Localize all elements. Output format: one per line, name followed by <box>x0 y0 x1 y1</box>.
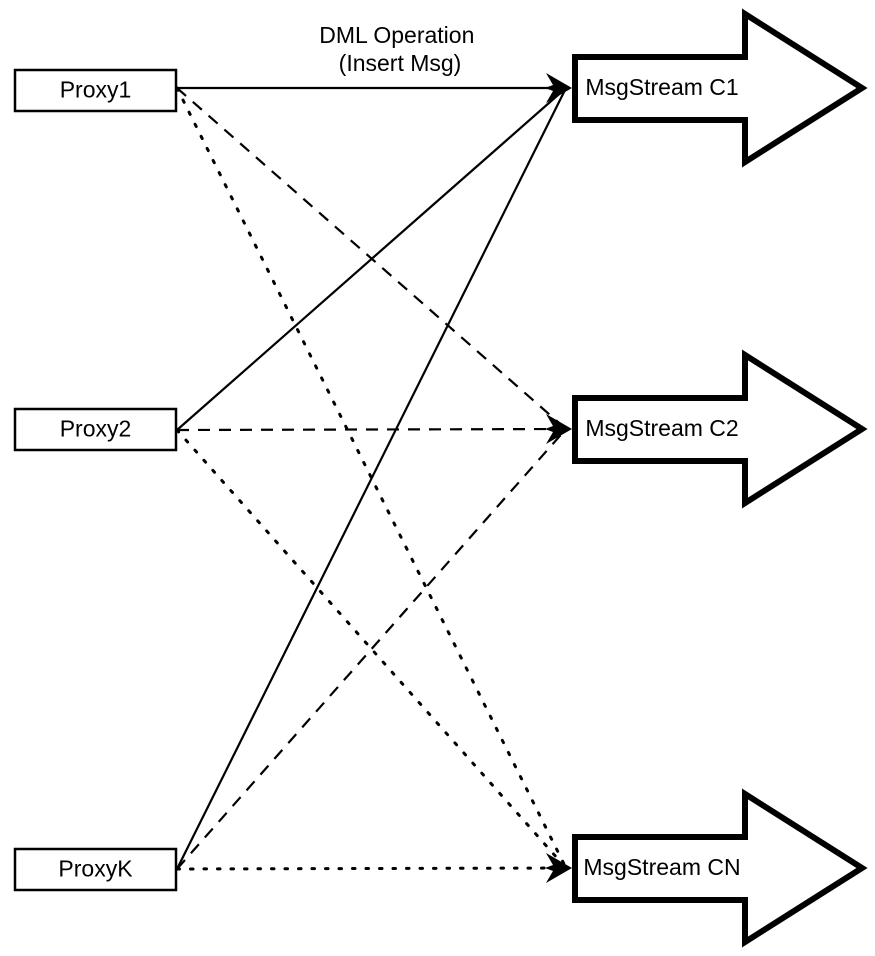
edge-proxy2-to-msgstream-c2 <box>176 427 567 432</box>
dml-operation-line-1: DML Operation <box>319 22 474 48</box>
proxy2-label: Proxy2 <box>60 416 132 442</box>
arrowhead-msgstream-c2 <box>545 414 572 444</box>
edge-proxy2-to-msgstream-cn <box>175 428 568 870</box>
edge-proxy2-to-msgstream-c1 <box>176 87 567 431</box>
proxyk-box[interactable] <box>13 847 178 892</box>
stream-node-layer: MsgStream C1 MsgStream C2 MsgStream CN <box>572 8 868 948</box>
arrowhead-layer <box>545 73 572 883</box>
node-msgstream-c1[interactable]: MsgStream C1 <box>572 8 868 168</box>
node-proxy2[interactable]: Proxy2 <box>13 407 178 452</box>
msgstream-cn-label: MsgStream CN <box>583 854 740 880</box>
msgstream-c2-label: MsgStream C2 <box>585 415 738 441</box>
proxy2-box[interactable] <box>13 407 178 452</box>
proxy-node-layer: Proxy1 Proxy2 ProxyK <box>13 68 178 892</box>
msgstream-c2-arrow-shape[interactable] <box>572 349 868 509</box>
msgstream-c1-arrow-shape[interactable] <box>572 8 868 168</box>
msgstream-c1-label: MsgStream C1 <box>585 74 738 100</box>
arrowhead-msgstream-c1 <box>545 73 572 103</box>
proxyk-label: ProxyK <box>58 856 133 882</box>
proxy1-label: Proxy1 <box>60 77 132 103</box>
annotation-layer: DML Operation (Insert Msg) <box>319 22 481 76</box>
dml-operation-annotation: DML Operation (Insert Msg) <box>319 22 481 76</box>
node-msgstream-c2[interactable]: MsgStream C2 <box>572 349 868 509</box>
node-proxyk[interactable]: ProxyK <box>13 847 178 892</box>
edge-layer <box>175 86 568 871</box>
node-msgstream-cn[interactable]: MsgStream CN <box>572 788 868 948</box>
edge-proxyk-to-msgstream-c1 <box>176 87 567 870</box>
dml-operation-line-2: (Insert Msg) <box>339 50 462 76</box>
arrowhead-msgstream-cn <box>545 853 572 883</box>
msgstream-cn-arrow-shape[interactable] <box>572 788 868 948</box>
proxy1-box[interactable] <box>13 68 178 113</box>
node-proxy1[interactable]: Proxy1 <box>13 68 178 113</box>
edge-proxyk-to-msgstream-cn <box>175 866 568 871</box>
edge-proxyk-to-msgstream-c2 <box>176 428 567 870</box>
